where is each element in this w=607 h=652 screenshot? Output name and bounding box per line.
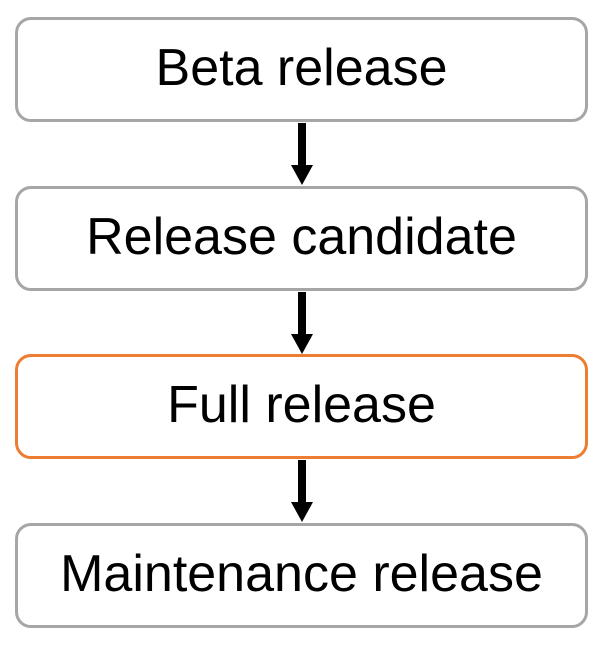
flow-node-release-candidate: Release candidate (15, 186, 588, 291)
down-arrow-icon (291, 460, 313, 522)
flow-node-full-release: Full release (15, 354, 588, 459)
flow-node-label: Release candidate (86, 207, 517, 266)
down-arrow-icon (291, 292, 313, 354)
down-arrow-icon (291, 123, 313, 185)
flow-node-label: Beta release (155, 38, 448, 97)
flow-node-label: Full release (167, 375, 436, 434)
flow-node-beta-release: Beta release (15, 17, 588, 122)
flow-node-maintenance-release: Maintenance release (15, 523, 588, 628)
flow-node-label: Maintenance release (60, 544, 543, 603)
